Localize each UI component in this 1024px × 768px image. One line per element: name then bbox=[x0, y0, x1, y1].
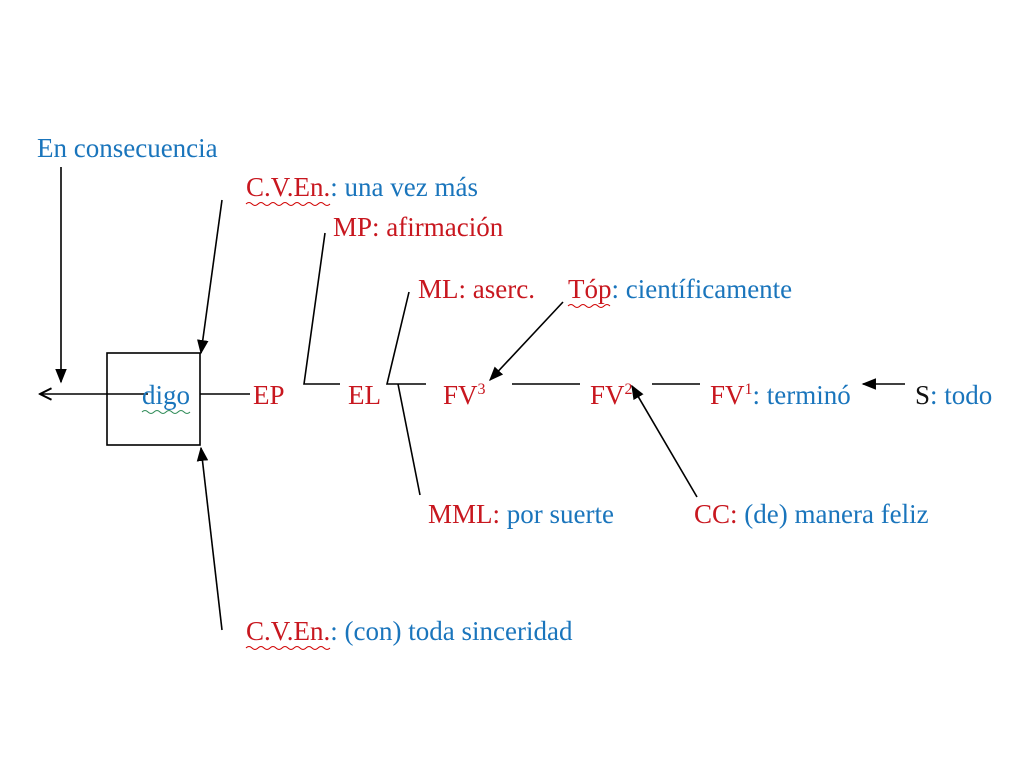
fv1-text: terminó bbox=[767, 380, 851, 410]
fv1-base: FV bbox=[710, 380, 745, 410]
cven-top-squiggle bbox=[245, 202, 331, 206]
mp-label: MP: afirmación bbox=[333, 212, 504, 242]
cven-bottom-sep: : bbox=[330, 616, 344, 646]
mp-text: afirmación bbox=[386, 212, 503, 242]
ep-node: EP bbox=[253, 380, 285, 410]
mp-sep: : bbox=[372, 212, 386, 242]
top-abbr: Tóp bbox=[568, 274, 612, 304]
s-sep: : bbox=[930, 380, 944, 410]
mml-abbr: MML: bbox=[428, 499, 500, 529]
cven-top-label: C.V.En.: una vez más bbox=[246, 172, 478, 202]
cven-bottom-abbr: C.V.En. bbox=[246, 616, 330, 646]
ml-line bbox=[385, 291, 426, 385]
digo-squiggle bbox=[141, 410, 191, 414]
mml-label: MML: por suerte bbox=[428, 499, 614, 529]
ml-label: ML: aserc. bbox=[418, 274, 535, 304]
top-label: Tóp: científicamente bbox=[568, 274, 792, 304]
cven-bottom-arrow bbox=[196, 446, 223, 631]
s-text: todo bbox=[944, 380, 992, 410]
cven-top-abbr: C.V.En. bbox=[246, 172, 330, 202]
cven-bottom-label: C.V.En.: (con) toda sinceridad bbox=[246, 616, 573, 646]
mp-line bbox=[303, 232, 340, 385]
top-arrow bbox=[489, 301, 564, 382]
fv1-sep: : bbox=[753, 380, 767, 410]
top-text: científicamente bbox=[626, 274, 792, 304]
cven-top-sep: : bbox=[330, 172, 344, 202]
top-squiggle bbox=[567, 304, 611, 308]
cc-text: (de) manera feliz bbox=[738, 499, 929, 529]
cc-abbr: CC: bbox=[694, 499, 738, 529]
mml-text: por suerte bbox=[500, 499, 614, 529]
fv3-base: FV bbox=[443, 380, 478, 410]
fv2-sup: 2 bbox=[625, 381, 633, 398]
en-consecuencia-label: En consecuencia bbox=[37, 133, 218, 163]
top-sep: : bbox=[612, 274, 626, 304]
fv1-node: FV1: terminó bbox=[710, 380, 851, 410]
cc-label: CC: (de) manera feliz bbox=[694, 499, 929, 529]
fv1-sup: 1 bbox=[745, 381, 753, 398]
fv2-base: FV bbox=[590, 380, 625, 410]
cven-bottom-squiggle bbox=[245, 646, 331, 650]
el-node: EL bbox=[348, 380, 381, 410]
cc-arrow bbox=[631, 384, 698, 498]
cven-top-text: una vez más bbox=[345, 172, 478, 202]
mp-abbr: MP bbox=[333, 212, 372, 242]
fv3-sup: 3 bbox=[478, 381, 486, 398]
s-label: S: todo bbox=[915, 380, 992, 410]
digo-node: digo bbox=[142, 380, 190, 410]
mml-line bbox=[397, 383, 421, 496]
cven-top-arrow bbox=[197, 199, 223, 355]
s-abbr: S bbox=[915, 380, 930, 410]
fv2-node: FV2 bbox=[590, 380, 633, 410]
digo-box bbox=[106, 352, 201, 446]
fv3-node: FV3 bbox=[443, 380, 486, 410]
cven-bottom-text: (con) toda sinceridad bbox=[345, 616, 573, 646]
